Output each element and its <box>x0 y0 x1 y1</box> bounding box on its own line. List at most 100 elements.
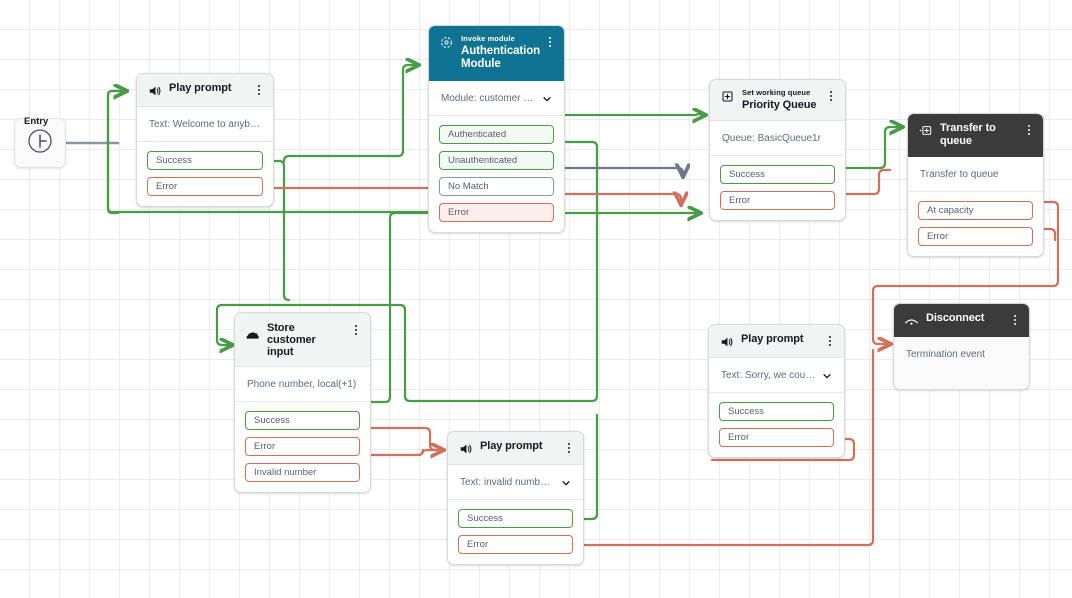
port-invalid-number[interactable]: Invalid number <box>245 463 360 482</box>
node-body-text: Termination event <box>906 349 985 360</box>
port-error[interactable]: Error <box>245 437 360 456</box>
chevron-down-icon[interactable] <box>561 478 571 488</box>
node-menu-kebab-icon[interactable] <box>825 334 835 348</box>
clock-start-icon <box>27 128 53 159</box>
port-error[interactable]: Error <box>147 177 263 196</box>
wire-queue-error-2 <box>844 168 892 196</box>
queue-icon <box>720 89 735 104</box>
node-body-text: Module: customer authen... <box>441 93 536 104</box>
node-menu-kebab-icon[interactable] <box>826 89 836 103</box>
node-title: Transfer to queue <box>940 122 996 147</box>
entry-node[interactable] <box>14 118 66 168</box>
node-body[interactable]: Text: invalid number or s... <box>448 465 583 500</box>
node-subtitle: Invoke module <box>461 34 515 43</box>
disconnect-icon <box>904 313 919 328</box>
node-body: Termination event <box>894 337 1029 389</box>
wire-queue-error <box>846 189 879 194</box>
node-authentication-module[interactable]: Invoke module Authentication Module Modu… <box>428 25 565 233</box>
speaker-icon <box>458 441 473 456</box>
wire-store-invalid <box>369 448 442 457</box>
node-ports: Authenticated Unauthenticated No Match E… <box>429 116 564 232</box>
node-menu-kebab-icon[interactable] <box>351 323 361 337</box>
node-title: Store customer input <box>267 322 316 358</box>
node-header[interactable]: Play prompt <box>709 325 844 358</box>
node-body-text: Queue: BasicQueue1r <box>722 133 821 144</box>
wire-store-success-2 <box>371 206 593 402</box>
node-ports: At capacity Error <box>908 192 1043 256</box>
node-header[interactable]: Invoke module Authentication Module <box>429 26 564 81</box>
node-body-text: Text: invalid number or s... <box>460 477 555 488</box>
node-header[interactable]: Play prompt <box>448 432 583 465</box>
port-error[interactable]: Error <box>720 191 835 210</box>
wire-sorry-success <box>845 407 856 412</box>
node-menu-kebab-icon[interactable] <box>564 441 574 455</box>
node-store-customer-input[interactable]: Store customer input Phone number, local… <box>234 312 371 493</box>
node-body-text: Phone number, local(+1) <box>247 379 357 390</box>
node-play-prompt-welcome[interactable]: Play prompt Text: Welcome to anybank Suc… <box>136 73 274 207</box>
node-ports: Success Error Invalid number <box>235 402 370 492</box>
port-error[interactable]: Error <box>439 203 554 222</box>
node-priority-queue[interactable]: Set working queue Priority Queue Queue: … <box>709 79 846 221</box>
transfer-queue-icon <box>918 123 933 138</box>
node-disconnect[interactable]: Disconnect Termination event <box>893 303 1030 390</box>
port-error[interactable]: Error <box>719 428 834 447</box>
wire-authenticated-to-queue-2 <box>563 112 705 115</box>
port-success[interactable]: Success <box>147 151 263 170</box>
wire-store-error <box>369 426 443 450</box>
wire-welcome-success-riser <box>282 65 418 163</box>
port-success[interactable]: Success <box>719 402 834 421</box>
node-title: Disconnect <box>926 312 985 324</box>
node-body: Transfer to queue <box>908 157 1043 192</box>
chevron-down-icon[interactable] <box>542 94 552 104</box>
wire-into-playprompt-welcome <box>106 91 126 215</box>
node-header[interactable]: Set working queue Priority Queue <box>710 80 845 121</box>
wire-nomatch <box>563 168 683 176</box>
node-header[interactable]: Disconnect <box>894 304 1029 337</box>
port-unauthenticated[interactable]: Unauthenticated <box>439 151 554 170</box>
wire-authenticated-to-queue <box>565 110 697 115</box>
node-subtitle: Set working queue <box>742 88 811 97</box>
node-title: Authentication Module <box>461 45 541 70</box>
node-body-text: Text: Welcome to anybank <box>149 119 261 130</box>
node-body: Phone number, local(+1) <box>235 367 370 402</box>
node-title: Play prompt <box>741 333 804 345</box>
wire-transfer-error <box>1042 227 1057 242</box>
node-body-text: Text: Sorry, we could not... <box>721 370 816 381</box>
entry-label: Entry <box>24 116 49 127</box>
node-ports: Success Error <box>137 142 273 206</box>
port-success[interactable]: Success <box>245 411 360 430</box>
port-success[interactable]: Success <box>720 165 835 184</box>
port-no-match[interactable]: No Match <box>439 177 554 196</box>
port-at-capacity[interactable]: At capacity <box>918 201 1033 220</box>
node-ports: Success Error <box>448 500 583 564</box>
port-success[interactable]: Success <box>458 509 573 528</box>
node-body[interactable]: Module: customer authen... <box>429 81 564 116</box>
speaker-icon <box>719 334 734 349</box>
wire-auth-error <box>563 194 681 204</box>
wire-welcome-success-to-auth <box>270 159 291 302</box>
node-play-prompt-sorry[interactable]: Play prompt Text: Sorry, we could not...… <box>708 324 845 458</box>
node-play-prompt-invalid[interactable]: Play prompt Text: invalid number or s...… <box>447 431 584 565</box>
node-title: Play prompt <box>480 440 543 452</box>
node-menu-kebab-icon[interactable] <box>254 83 264 97</box>
node-header[interactable]: Store customer input <box>235 313 370 367</box>
node-menu-kebab-icon[interactable] <box>545 35 555 49</box>
node-menu-kebab-icon[interactable] <box>1024 123 1034 137</box>
node-ports: Success Error <box>710 156 845 220</box>
node-transfer-to-queue[interactable]: Transfer to queue Transfer to queue At c… <box>907 113 1044 257</box>
node-body-text: Transfer to queue <box>920 169 999 180</box>
node-header[interactable]: Play prompt <box>137 74 273 107</box>
node-header[interactable]: Transfer to queue <box>908 114 1043 157</box>
node-title: Priority Queue <box>742 99 817 111</box>
wire-store-success-final <box>369 213 700 404</box>
keypad-icon <box>245 328 260 343</box>
chevron-down-icon[interactable] <box>822 371 832 381</box>
wire-queue-success-to-transfer <box>844 127 902 170</box>
node-body[interactable]: Text: Sorry, we could not... <box>709 358 844 393</box>
node-menu-kebab-icon[interactable] <box>1010 313 1020 327</box>
node-body: Text: Welcome to anybank <box>137 107 273 142</box>
port-authenticated[interactable]: Authenticated <box>439 125 554 144</box>
port-error[interactable]: Error <box>458 535 573 554</box>
port-error[interactable]: Error <box>918 227 1033 246</box>
